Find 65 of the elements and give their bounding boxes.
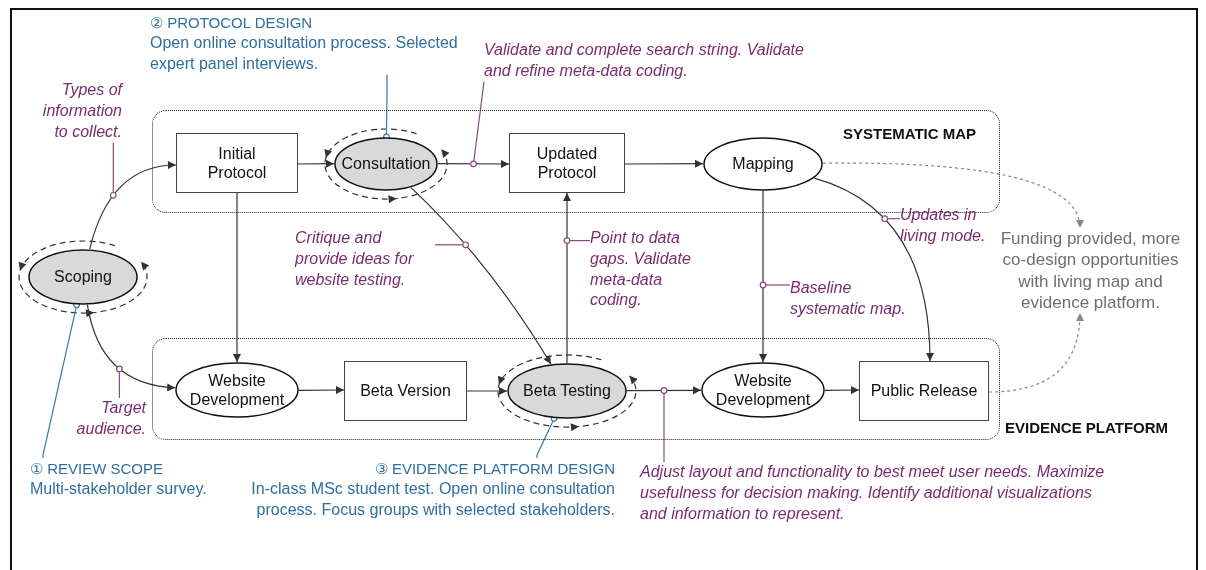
process-box (344, 361, 467, 421)
arrow (824, 386, 860, 395)
leader-line (536, 415, 558, 459)
process-ellipse (507, 363, 627, 419)
annotation-text: In-class MSc student test. Open online consultation process. Focus groups with selected stakeholders. (250, 479, 615, 520)
cycle-arrow (497, 354, 638, 431)
node-label: Public Release (870, 381, 978, 401)
leader-line (42, 301, 81, 459)
arrow (410, 187, 552, 365)
arrow (298, 386, 345, 395)
arrow (822, 162, 1083, 229)
annotation-text: Types of information to collect. (41, 80, 122, 142)
arrow (813, 177, 934, 362)
arrow (233, 192, 241, 363)
node-label: Scoping (54, 267, 112, 287)
process-ellipse (28, 249, 138, 305)
arrow (624, 159, 704, 168)
arrow (86, 304, 176, 392)
process-box (859, 361, 989, 421)
node-label: Beta Testing (523, 381, 611, 401)
leader-line (660, 387, 668, 463)
leader-line (563, 237, 591, 244)
process-ellipse (701, 362, 825, 418)
annotation-text: Baseline systematic map. (790, 278, 907, 319)
leader-line (881, 215, 901, 223)
leader-line (434, 241, 469, 249)
leader-line (470, 81, 485, 168)
leader-line (759, 281, 791, 289)
annotation-text: Point to data gaps. Validate meta-data coding. (590, 228, 692, 311)
process-ellipse (334, 137, 438, 191)
leader-line (109, 141, 117, 199)
node-label: Website Development (714, 370, 812, 410)
group-title: SYSTEMATIC MAP (843, 125, 977, 142)
annotation-text: Critique and provide ideas for website testing. (295, 228, 415, 290)
arrow (626, 386, 702, 395)
annotation-heading: ③ EVIDENCE PLATFORM DESIGN (373, 459, 615, 479)
node-label: Updated Protocol (535, 143, 599, 183)
process-ellipse (703, 137, 823, 191)
outcome-note: Funding provided, more co-design opportunities with living map and evidence platform. (999, 228, 1182, 313)
annotation-text: Target audience. (75, 398, 146, 439)
annotation-text: Updates in living mode. (900, 205, 987, 246)
node-label: Website Development (188, 370, 286, 410)
arrow (466, 387, 508, 395)
annotation-text: Adjust layout and functionality to best meet user needs. Maximize usefulness for decision making. Identify additional visualizations and information to represent. (640, 462, 1106, 524)
group-title: EVIDENCE PLATFORM (1005, 419, 1169, 436)
process-box (509, 133, 625, 193)
process-box (176, 133, 298, 193)
process-ellipse (175, 362, 299, 418)
arrow (988, 312, 1084, 393)
node-label: Initial Protocol (206, 143, 268, 183)
cycle-arrow (324, 128, 449, 203)
annotation-heading: ① REVIEW SCOPE (30, 459, 165, 479)
arrow (759, 190, 767, 363)
arrow (89, 161, 177, 250)
node-label: Beta Version (360, 381, 451, 401)
node-label: Consultation (341, 154, 431, 174)
annotation-text: Open online consultation process. Selected expert panel interviews. (150, 33, 459, 74)
arrow (563, 192, 571, 364)
node-label: Mapping (732, 154, 794, 174)
cycle-arrow (18, 240, 149, 317)
leader-line (116, 365, 123, 399)
arrow (297, 159, 335, 168)
annotation-heading: ② PROTOCOL DESIGN (150, 13, 314, 33)
arrow (437, 159, 510, 168)
annotation-text: Validate and complete search string. Validate and refine meta-data coding. (484, 40, 804, 81)
